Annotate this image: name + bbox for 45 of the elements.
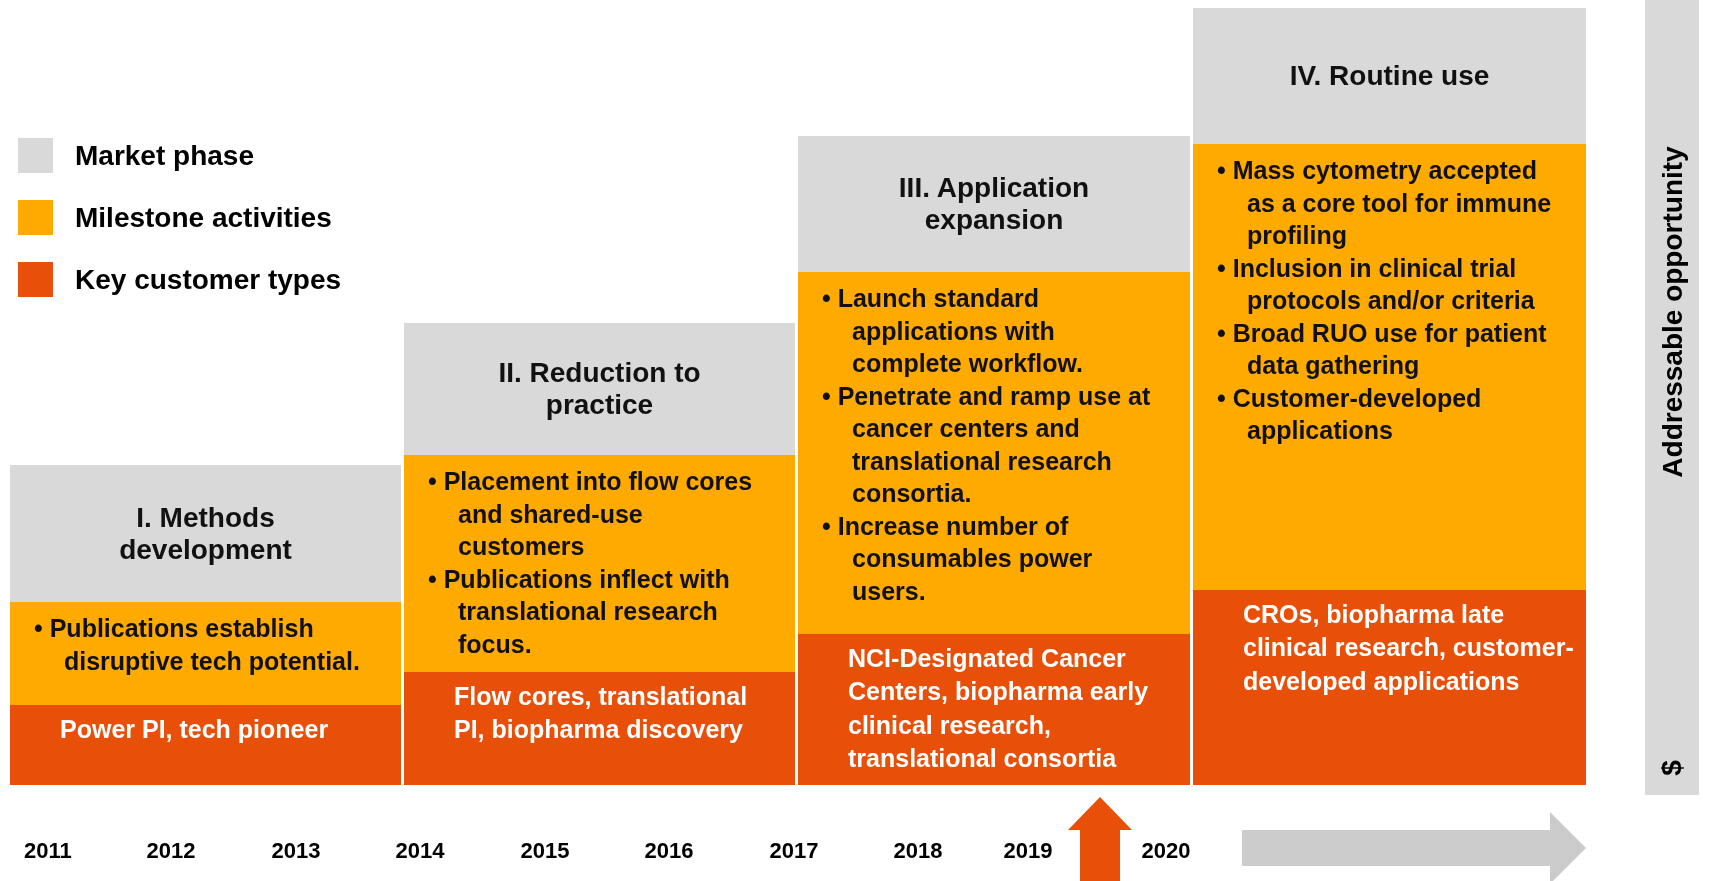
year-label: 2016 xyxy=(644,838,694,864)
bullet-text: • Broad RUO use for patient data gathering xyxy=(1217,317,1548,381)
phase-box xyxy=(10,465,401,602)
bullet-text: • Launch standard applications with complete workflow. xyxy=(822,283,1085,379)
axis-title: Addressable opportunity xyxy=(1656,146,1689,478)
year-label: 2020 xyxy=(1141,838,1191,864)
customer-text: NCI-Designated Cancer Centers, biopharma early clinical research, translational consortia xyxy=(848,643,1150,774)
customer-box xyxy=(10,705,401,785)
phase-title: I. Methods development xyxy=(118,501,293,566)
customer-box xyxy=(404,672,795,785)
milestone-box xyxy=(10,602,401,705)
milestone-box xyxy=(798,272,1190,634)
milestone-box xyxy=(1193,144,1586,590)
bullet-text: • Inclusion in clinical trial protocols and/or criteria xyxy=(1217,252,1536,316)
year-label: 2017 xyxy=(769,838,819,864)
bullet-text: • Mass cytometry accepted as a core tool for immune profiling xyxy=(1217,155,1553,251)
phase-box xyxy=(404,323,795,455)
legend-label: Milestone activities xyxy=(75,201,332,234)
bullet-text: • Increase number of consumables power users. xyxy=(822,510,1094,607)
year-label: 2013 xyxy=(271,838,321,864)
year-label: 2019 xyxy=(1003,838,1053,864)
customer-box xyxy=(798,634,1190,785)
bullet-text: • Penetrate and ramp use at cancer centers and translational research consortia. xyxy=(822,380,1152,509)
milestone-box xyxy=(404,455,795,672)
phase-box xyxy=(798,136,1190,272)
customer-text: Flow cores, translational PI, biopharma discovery xyxy=(454,681,749,746)
year-label: 2012 xyxy=(146,838,196,864)
customer-text: CROs, biopharma late clinical research, customer-developed applications xyxy=(1243,599,1574,697)
legend-label: Market phase xyxy=(75,139,254,172)
year-label: 2018 xyxy=(893,838,943,864)
bullet-text: • Publications inflect with translational research focus. xyxy=(428,563,731,660)
customer-text: Power PI, tech pioneer xyxy=(60,714,330,745)
bullet-text: • Customer-developed applications xyxy=(1217,382,1483,446)
year-label: 2015 xyxy=(520,838,570,864)
currency-symbol: $ xyxy=(1655,760,1688,776)
phase-title: III. Application expansion xyxy=(897,172,1091,236)
legend-label: Key customer types xyxy=(75,263,342,296)
bullet-text: • Placement into flow cores and shared-use customers xyxy=(428,466,754,562)
bullet-text: • Publications establish disruptive tech potential. xyxy=(34,613,361,677)
year-label: 2011 xyxy=(24,838,72,864)
phase-title: IV. Routine use xyxy=(1289,60,1490,92)
year-label: 2014 xyxy=(395,838,445,864)
phase-title: II. Reduction to practice xyxy=(497,357,702,421)
customer-box xyxy=(1193,590,1586,785)
phase-box xyxy=(1193,8,1586,144)
